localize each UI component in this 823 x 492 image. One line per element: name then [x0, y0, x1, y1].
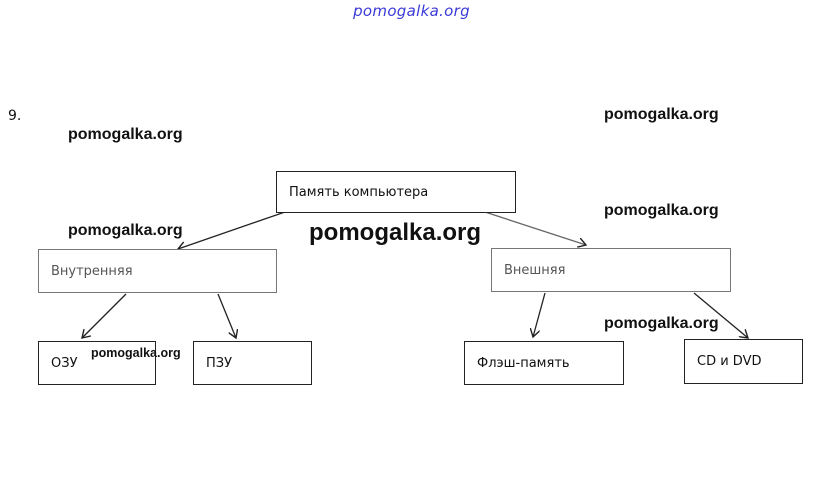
node-ram-label: ОЗУ: [51, 355, 78, 371]
node-rom-label: ПЗУ: [206, 355, 233, 371]
node-internal-memory-label: Внутренняя: [51, 263, 133, 279]
node-external-memory-label: Внешняя: [504, 262, 566, 278]
watermark-1: pomogalka.org: [604, 106, 719, 123]
node-ram: ОЗУ: [38, 341, 156, 385]
edge-external-cddvd: [693, 292, 748, 338]
watermark-center: pomogalka.org: [309, 219, 482, 246]
node-flash-memory: Флэш-память: [464, 341, 624, 385]
watermark-small: pomogalka.org: [91, 346, 181, 360]
node-external-memory: Внешняя: [491, 248, 731, 292]
watermark-2: pomogalka.org: [68, 126, 183, 143]
edge-internal-rom: [217, 293, 236, 338]
edge-internal-ram: [82, 293, 127, 338]
edge-root-internal: [178, 211, 286, 249]
question-number: 9.: [8, 108, 22, 124]
watermark-3: pomogalka.org: [604, 202, 719, 219]
node-internal-memory: Внутренняя: [38, 249, 277, 293]
edge-root-external: [484, 211, 586, 245]
watermark-4: pomogalka.org: [68, 222, 183, 239]
watermark-5: pomogalka.org: [604, 315, 719, 332]
node-flash-memory-label: Флэш-память: [477, 355, 570, 371]
node-cd-dvd-label: CD и DVD: [697, 354, 762, 369]
header-watermark: pomogalka.org: [353, 2, 470, 20]
node-computer-memory-label: Память компьютера: [289, 184, 429, 200]
node-computer-memory: Память компьютера: [276, 171, 516, 213]
node-rom: ПЗУ: [193, 341, 312, 385]
edge-external-flash: [533, 292, 546, 337]
node-cd-dvd: CD и DVD: [684, 339, 803, 384]
